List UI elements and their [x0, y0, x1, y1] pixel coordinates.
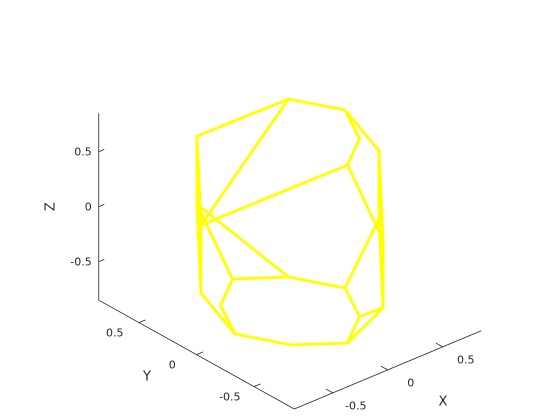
- wireframe-edge: [343, 286, 361, 318]
- wireframe-edge: [195, 202, 290, 279]
- wireframe-edge: [195, 202, 203, 295]
- wireframe-edge: [233, 332, 293, 347]
- wireframe-edge: [219, 277, 234, 307]
- wireframe-edge: [195, 97, 290, 138]
- axes: -0.5 0 0.5 -0.5 0 0.5 -0.5 0 0.5 Z Y X: [44, 113, 482, 413]
- wireframe-edges: [195, 97, 385, 347]
- x-tick: [380, 365, 388, 371]
- wireframe-edge: [346, 137, 361, 167]
- wireframe-edge: [287, 275, 347, 290]
- wireframe-edge: [199, 291, 237, 336]
- wireframe-edge: [377, 217, 385, 310]
- x-axis-label: X: [438, 395, 447, 410]
- wireframe-edge: [343, 108, 381, 153]
- wireframe-edge: [195, 134, 203, 227]
- wireframe-edge: [377, 149, 385, 242]
- wireframe-edge: [290, 341, 349, 347]
- wireframe-edge: [346, 163, 385, 242]
- wireframe-edge: [199, 163, 349, 227]
- y-tick: [138, 319, 146, 323]
- z-tick-label: -0.5: [70, 256, 91, 269]
- wireframe-edge: [195, 202, 234, 281]
- y-axis-label: Y: [142, 369, 151, 384]
- wireframe-edge: [358, 306, 385, 318]
- x-tick-label: -0.5: [345, 400, 366, 413]
- z-axis-label: Z: [44, 202, 59, 211]
- wireframe-edge: [199, 97, 290, 227]
- y-tick: [196, 351, 204, 355]
- x-tick: [435, 342, 443, 348]
- x-tick-label: 0: [407, 377, 414, 390]
- ticks: -0.5 0 0.5 -0.5 0 0.5 -0.5 0 0.5: [70, 146, 474, 413]
- y-tick-label: 0: [169, 359, 176, 372]
- z-tick: [98, 204, 105, 208]
- wireframe-edge: [346, 306, 385, 345]
- y-tick-label: 0.5: [106, 327, 124, 340]
- wireframe-edge: [287, 97, 347, 112]
- z-tick: [98, 259, 105, 263]
- z-tick-label: 0: [85, 201, 92, 214]
- y-tick: [253, 383, 261, 387]
- wireframe-edge: [346, 315, 361, 345]
- wireframe-edge: [231, 275, 290, 281]
- x-tick-label: 0.5: [457, 354, 475, 367]
- wireframe-edge: [343, 217, 381, 290]
- z-tick: [98, 149, 105, 153]
- x-tick: [325, 388, 333, 394]
- z-tick-label: 0.5: [74, 146, 92, 159]
- wireframe-edge: [343, 108, 361, 140]
- y-tick-label: -0.5: [219, 391, 240, 404]
